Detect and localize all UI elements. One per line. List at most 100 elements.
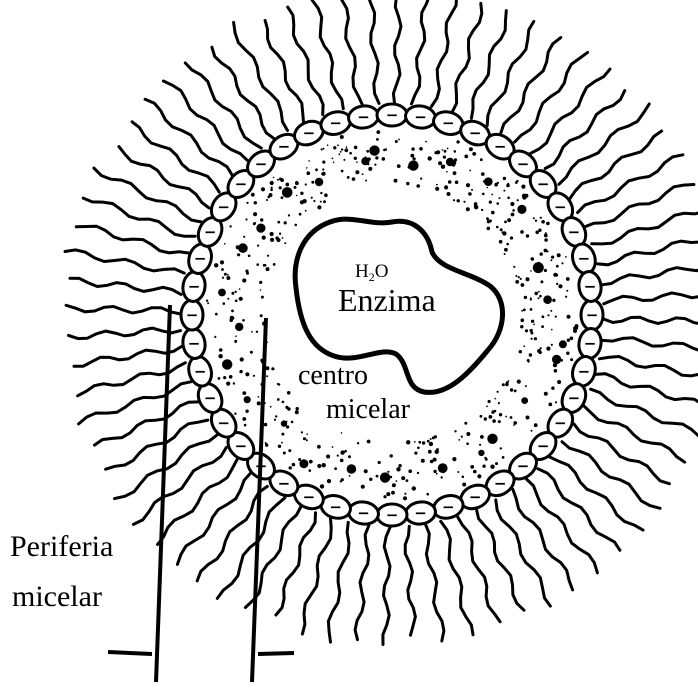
stipple-dot (332, 446, 334, 448)
stipple-dot (332, 158, 334, 160)
surfactant-tail (355, 526, 369, 640)
water-label: H2O (355, 262, 388, 283)
surfactant-tail (584, 406, 685, 462)
stipple-dot (419, 147, 423, 151)
stipple-dot (311, 197, 313, 199)
stipple-dot (291, 421, 294, 424)
surfactant-tail (83, 198, 195, 236)
stipple-dot (520, 278, 522, 280)
headgroup-charge: − (303, 124, 316, 142)
headgroup-charge: − (235, 437, 248, 455)
stipple-dot (502, 383, 505, 386)
stipple-dot (362, 173, 364, 175)
stipple-dot (535, 220, 537, 222)
stipple-dot (567, 315, 571, 319)
stipple-dot (521, 185, 525, 189)
stipple-dot (557, 253, 561, 257)
stipple-dot (500, 228, 503, 231)
headgroup-charge: − (386, 106, 399, 124)
surfactant-tail (79, 382, 191, 424)
stipple-dot (322, 168, 324, 170)
surfactant-tail (501, 38, 561, 134)
surfactant-tail (69, 328, 181, 339)
headgroup-charge: − (278, 474, 291, 492)
stipple-dot (224, 273, 227, 276)
stipple-dot (494, 410, 497, 413)
stipple-dot (397, 164, 401, 168)
stipple-dot (538, 229, 541, 232)
stipple-dot (463, 201, 465, 203)
stipple-dot (269, 193, 271, 195)
stipple-dot (270, 406, 272, 408)
stipple-dot (530, 270, 532, 272)
stipple-dot (524, 296, 527, 299)
stipple-dot (480, 415, 483, 418)
stipple-dot (448, 180, 452, 184)
headgroup: − (377, 504, 407, 526)
surfactant-tail (487, 22, 534, 126)
surfactant-tail (441, 521, 473, 635)
surfactant-tail (431, 0, 456, 107)
stipple-dot (403, 496, 407, 500)
stipple-dot (281, 433, 284, 436)
stipple-dot (570, 337, 574, 341)
stipple-dot (277, 398, 280, 401)
stipple-dot (356, 161, 358, 163)
stipple-dot (398, 139, 400, 141)
stipple-dot (300, 192, 303, 195)
counter-ion (315, 178, 323, 186)
stipple-dot (410, 154, 414, 158)
stipple-dot (218, 354, 222, 358)
stipple-dot (495, 462, 498, 465)
stipple-dot (468, 192, 471, 195)
stipple-dot (466, 183, 470, 187)
stipple-dot (383, 149, 386, 152)
stipple-dot (455, 181, 459, 185)
stipple-dot (260, 289, 262, 291)
stipple-dot (521, 283, 525, 287)
stipple-dot (530, 308, 533, 311)
stipple-dot (429, 442, 433, 446)
headgroup-charge: − (568, 223, 581, 241)
stipple-dot (512, 209, 515, 212)
stipple-dot (485, 458, 488, 461)
counter-ion (380, 472, 390, 482)
surfactant-tail (592, 211, 698, 244)
periphery-tick-right (258, 653, 294, 654)
micelle-periphery-label-line1: Periferia (10, 532, 113, 562)
counter-ion (347, 464, 357, 474)
stipple-dot (239, 288, 241, 290)
surfactant-tail (513, 489, 573, 590)
micelle-center-label-line2: micelar (326, 396, 410, 424)
stipple-dot (550, 310, 552, 312)
stipple-dot (412, 486, 416, 490)
periphery-tick-left (108, 652, 152, 654)
stipple-dot (504, 248, 508, 252)
counter-ion (369, 145, 379, 155)
stipple-dot (441, 476, 443, 478)
stipple-dot (454, 430, 456, 432)
surfactant-tail (585, 185, 694, 227)
headgroup: − (377, 104, 407, 126)
surfactant-tail (185, 63, 261, 148)
stipple-dot (477, 474, 481, 478)
stipple-dot (242, 278, 246, 282)
surfactant-tail (603, 338, 698, 352)
stipple-dot (538, 297, 540, 299)
stipple-dot (522, 195, 526, 199)
counter-ion (484, 177, 493, 186)
surfactant-tail (570, 131, 662, 199)
headgroup-charge: − (517, 457, 530, 475)
enzyme-label: Enzima (338, 284, 436, 316)
stipple-dot (306, 433, 308, 435)
stipple-dot (242, 391, 246, 395)
stipple-dot (565, 256, 567, 258)
stipple-dot (231, 292, 234, 295)
stipple-dot (417, 447, 420, 450)
stipple-dot (266, 199, 268, 201)
stipple-dot (504, 221, 507, 224)
stipple-dot (566, 290, 568, 292)
stipple-dot (492, 419, 496, 423)
periphery-line-outer (156, 305, 170, 682)
headgroup-charge: − (235, 175, 248, 193)
